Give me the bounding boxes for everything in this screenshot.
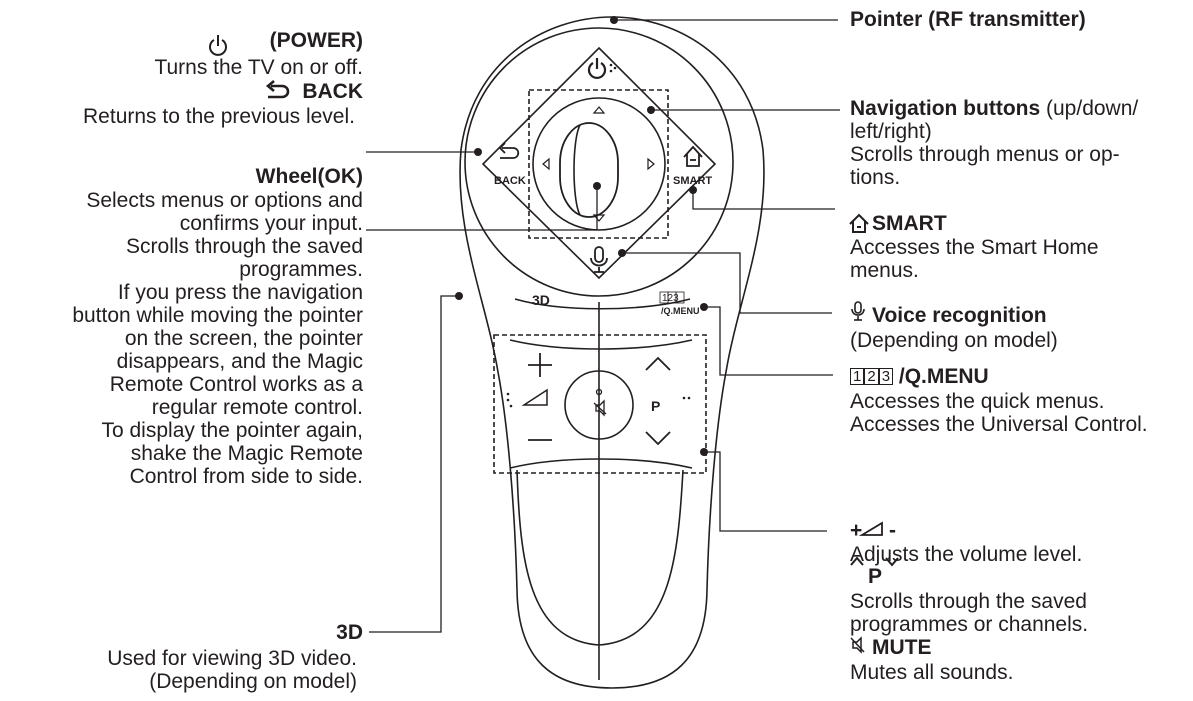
voice-leader <box>622 252 832 314</box>
wheel-desc: Selects menus or options and confirms yo… <box>72 189 363 488</box>
channel-up-icon <box>850 556 864 566</box>
power-title: (POWER) <box>269 29 363 52</box>
qmenu-key: 3 <box>878 368 894 385</box>
remote-body <box>459 16 765 689</box>
wheel-ring <box>532 97 666 231</box>
navigation-desc-line: left/right) <box>850 120 932 143</box>
remote-program-label: P <box>651 398 660 414</box>
wheel-desc-line: To display the pointer again, <box>101 419 363 442</box>
three-d-desc-line: Used for viewing 3D video. <box>107 647 357 670</box>
wheel-desc-line: confirms your input. <box>179 212 363 235</box>
wheel-desc-line: on the screen, the pointer <box>124 327 363 350</box>
qmenu-key: 2 <box>864 368 879 385</box>
program-desc: Scrolls through the saved programmes or … <box>850 590 1088 636</box>
wheel-desc-line: Remote Control works as a <box>109 373 363 396</box>
wheel-desc-line: programmes. <box>239 258 363 281</box>
qmenu-desc-line: Accesses the Universal Control. <box>850 413 1148 436</box>
navigation-title: Navigation buttons <box>850 97 1041 120</box>
volume-leader <box>704 451 827 532</box>
three-d-desc-line: (Depending on model) <box>149 670 357 693</box>
smart-desc-line: Accesses the Smart Home <box>850 236 1099 259</box>
voice-title: Voice recognition <box>872 304 1047 327</box>
mute-icon <box>850 636 865 654</box>
remote-3d-label: 3D <box>532 292 550 308</box>
smart-desc-line: menus. <box>850 259 919 282</box>
remote-qmenu-label: /Q.MENU <box>661 306 700 316</box>
remote-mute-icon <box>593 388 607 417</box>
wheel-desc-line: shake the Magic Remote <box>130 442 363 465</box>
navigation-title-suffix: (up/down/ <box>1040 97 1139 120</box>
mute-desc: Mutes all sounds. <box>850 661 1014 684</box>
mute-button <box>564 370 634 440</box>
remote-volume-icon <box>521 388 548 406</box>
wheel-desc-line: disappears, and the Magic <box>116 350 363 373</box>
qmenu-key: 1 <box>850 368 865 385</box>
three-d-leader <box>369 295 459 633</box>
remote-power-icon <box>587 58 607 80</box>
remote-smart-label: SMART <box>673 175 712 187</box>
qmenu-desc: Accesses the quick menus. Accesses the U… <box>850 390 1148 436</box>
wheel-title: Wheel(OK) <box>255 165 363 188</box>
head-ring <box>464 27 734 297</box>
remote-back-icon <box>498 142 520 159</box>
home-icon <box>849 213 869 233</box>
nav-highlight <box>528 89 669 239</box>
wheel-desc-line: button while moving the pointer <box>72 304 363 327</box>
smart-title: SMART <box>872 212 947 235</box>
wheel-desc-line: If you press the navigation <box>117 281 363 304</box>
program-desc-line: Scrolls through the saved <box>850 590 1087 613</box>
smart-leader <box>692 190 835 210</box>
volume-plus: + <box>850 519 863 542</box>
wheel-desc-line: Selects menus or options and <box>86 189 363 212</box>
back-title: BACK <box>302 80 363 103</box>
navigation-desc-line: Scrolls through menus or op- <box>850 143 1120 166</box>
power-icon <box>209 35 227 56</box>
remote-volume-up-icon <box>528 353 552 377</box>
wheel-desc-line: Control from side to side. <box>129 465 363 488</box>
remote-nav-arrows <box>542 106 655 222</box>
voice-desc: (Depending on model) <box>850 329 1058 352</box>
keypad-highlight <box>493 334 707 474</box>
qmenu-title: /Q.MENU <box>898 365 989 388</box>
program-desc-line: programmes or channels. <box>850 613 1089 636</box>
power-desc: Turns the TV on or off. <box>154 56 363 79</box>
remote-mic-icon <box>590 246 608 273</box>
qmenu-desc-line: Accesses the quick menus. <box>850 390 1105 413</box>
pointer-title: Pointer (RF transmitter) <box>850 8 1086 31</box>
volume-minus: - <box>889 519 896 542</box>
remote-qmenu-keys: 123 <box>662 293 679 304</box>
back-desc: Returns to the previous level. <box>83 105 355 128</box>
remote-back-label: BACK <box>494 175 526 187</box>
navigation-pad <box>481 46 717 280</box>
remote-channel-down-icon <box>645 431 671 446</box>
wheel <box>559 122 619 218</box>
three-d-desc: Used for viewing 3D video. (Depending on… <box>107 647 357 693</box>
channel-down-icon <box>885 557 899 567</box>
microphone-icon <box>851 301 865 321</box>
navigation-callout: Navigation buttons (up/down/ left/right)… <box>850 97 1138 189</box>
volume-desc: Adjusts the volume level. <box>850 543 1083 566</box>
smart-desc: Accesses the Smart Home menus. <box>850 236 1099 282</box>
qmenu-leader <box>704 306 833 376</box>
navigation-desc-line: tions. <box>850 166 901 189</box>
wheel-desc-line: Scrolls through the saved <box>126 235 363 258</box>
back-arrow-icon <box>265 80 290 99</box>
volume-icon <box>858 521 883 536</box>
three-d-title: 3D <box>336 621 363 644</box>
wheel-desc-line: regular remote control. <box>151 396 363 419</box>
remote-channel-up-icon <box>645 356 671 371</box>
remote-smart-icon <box>683 145 703 167</box>
mute-title: MUTE <box>872 636 932 659</box>
program-title: P <box>868 565 883 588</box>
